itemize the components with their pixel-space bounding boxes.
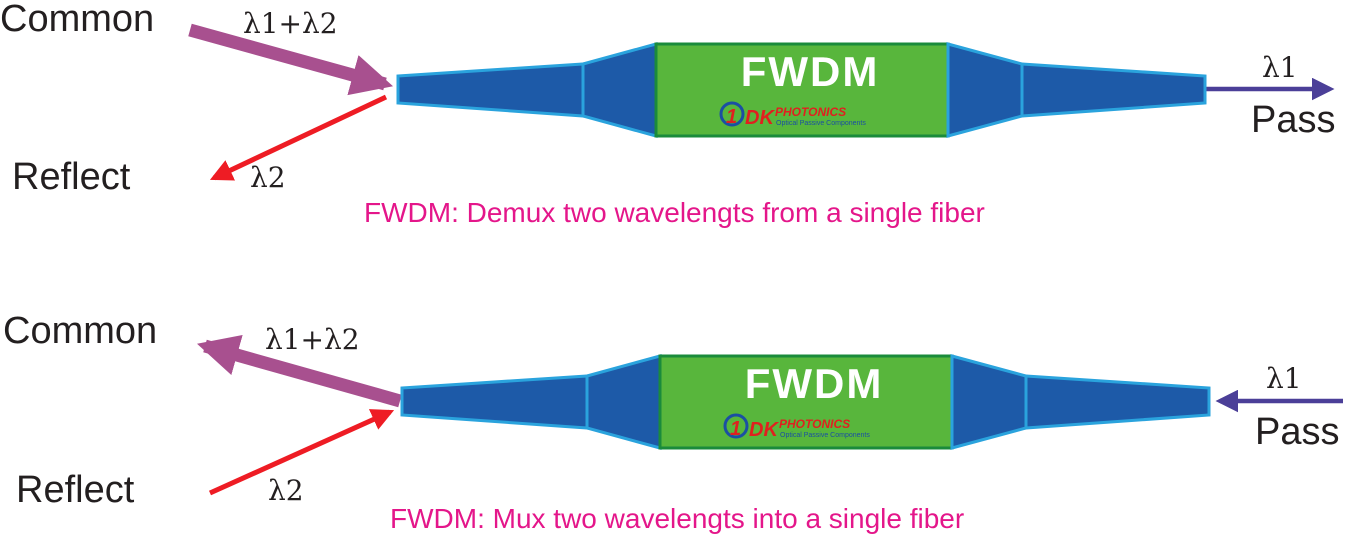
device-label: FWDM [745,360,884,407]
reflect-port-label: Reflect [12,156,131,198]
logo-mark-icon [719,101,745,127]
logo-brand-dk: DK [749,419,779,441]
common-signal-label: λ1+λ2 [265,323,360,356]
reflect-signal-label: λ2 [268,474,304,507]
common-output-arrow [196,335,402,408]
logo-brand-photonics: PHOTONICS [779,417,850,431]
pass-port-label: Pass [1251,99,1335,141]
right-boot [946,42,1024,138]
demux-diagram: FWDM 1 DK PHOTONICS Optical Passive Comp… [0,0,1335,228]
right-pigtail-taper [1020,62,1207,118]
left-boot [585,354,662,450]
left-pigtail-taper [400,374,589,430]
diagram-caption: FWDM: Mux two wavelengts into a single f… [390,503,964,534]
fwdm-device: FWDM 1 DK PHOTONICS Optical Passive Comp… [396,42,1207,138]
logo-mark-icon [723,413,749,439]
right-boot [950,354,1028,450]
common-port-label: Common [0,0,154,40]
reflect-input-arrow [208,409,395,496]
diagram-caption: FWDM: Demux two wavelengts from a single… [364,197,985,228]
reflect-port-label: Reflect [16,469,135,511]
common-signal-label: λ1+λ2 [243,7,338,40]
logo-brand-dk: DK [745,107,775,129]
right-pigtail-taper [1024,374,1211,430]
pass-signal-label: λ1 [1266,362,1302,395]
device-label: FWDM [741,48,880,95]
dk-photonics-logo: 1 DK PHOTONICS Optical Passive Component… [719,101,866,129]
common-port-label: Common [3,310,157,352]
logo-mark-digit: 1 [726,106,737,128]
dk-photonics-logo: 1 DK PHOTONICS Optical Passive Component… [723,413,870,441]
fwdm-center-body [654,42,950,138]
pass-signal-label: λ1 [1262,51,1298,84]
left-pigtail-taper [396,62,585,118]
logo-brand-photonics: PHOTONICS [775,105,846,119]
mux-diagram: FWDM 1 DK PHOTONICS Optical Passive Comp… [3,310,1343,534]
logo-tagline: Optical Passive Components [780,432,870,439]
logo-tagline: Optical Passive Components [776,120,866,127]
reflect-signal-label: λ2 [250,161,286,194]
pass-port-label: Pass [1255,411,1339,453]
logo-mark-digit: 1 [730,418,741,440]
reflect-output-arrow [209,94,388,181]
common-input-arrow [188,23,394,96]
left-boot [581,42,658,138]
fwdm-device: FWDM 1 DK PHOTONICS Optical Passive Comp… [400,354,1211,450]
